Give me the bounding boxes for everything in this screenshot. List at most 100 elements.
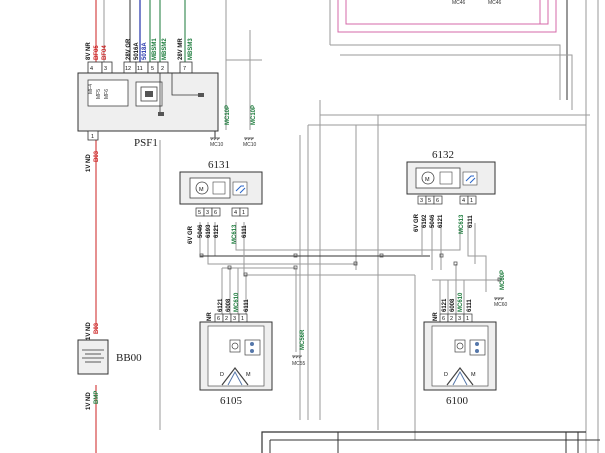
psf1-wire: MBSM3 (188, 38, 194, 60)
junction (353, 261, 358, 266)
junction (199, 253, 204, 258)
heater-icon-mark (235, 185, 246, 194)
heater-icon (462, 171, 478, 186)
psf1-inner-label: MF4 (88, 84, 94, 94)
junction (243, 272, 248, 277)
motor-icon-m: M (199, 187, 204, 193)
battery-icon (82, 349, 104, 363)
ground-wire-label: MC10P (225, 105, 231, 125)
module-6132-name: 6132 (432, 149, 454, 161)
ground-wire-label: MC56R (300, 329, 306, 350)
wire-label: 6111 (468, 215, 474, 228)
sensor-dot (250, 342, 254, 346)
psf1-pin: 1 (91, 134, 94, 140)
bb00-body (77, 339, 109, 375)
wire-label: MC610 (234, 292, 240, 312)
ground-label: MC55 (292, 361, 306, 367)
module-6105-inner (207, 325, 265, 387)
motor-icon-m: M (425, 177, 430, 183)
module-6105-name: 6105 (220, 395, 243, 407)
wire-label: 6121 (438, 214, 444, 228)
label-d: D (444, 372, 448, 378)
pin-label: 3 (233, 316, 236, 322)
ground-icon (292, 355, 302, 359)
pink-frame-inner (345, 0, 549, 25)
ground-wire-label: MC10P (251, 105, 257, 125)
connector-color: 6V GR (414, 213, 420, 232)
psf1-pin: 12 (125, 66, 131, 72)
wire-label: 6111 (244, 299, 250, 312)
psf1-internal-trace (171, 73, 200, 96)
chip-icon-core (145, 91, 153, 97)
psf1-pin: 5 (151, 66, 154, 72)
ground-label: MC10 (210, 142, 224, 148)
wire-label: 6111 (467, 299, 473, 312)
gray-wire (330, 44, 561, 100)
psf1-conn-color: 8V NR (86, 42, 92, 60)
ground-label: MC10 (243, 142, 257, 148)
gray-wire (319, 100, 590, 116)
module-6100-inner (431, 325, 489, 387)
motor-icon (195, 181, 209, 195)
junction (227, 265, 232, 270)
wire-label: 6193 (206, 224, 212, 238)
sensor-icon (212, 181, 226, 195)
wire-label: 6121 (218, 298, 224, 312)
pin-label: 3 (458, 316, 461, 322)
connector-color: 6V NR (207, 312, 213, 330)
actuator-icon-dot (456, 342, 464, 350)
psf1-wire: 5016A (134, 42, 140, 60)
module-6100: 6V NR 6121 6008 MC610 6111 6 2 3 1 D M 6… (423, 292, 497, 407)
bb00-name: BB00 (116, 352, 142, 364)
wire-label: 6192 (422, 214, 428, 228)
psf1-pin: 4 (90, 66, 93, 72)
gray-wire (467, 223, 487, 292)
wire-label: 5046 (198, 224, 204, 238)
psf1-wire: B03 (94, 150, 100, 162)
pin-box (433, 195, 443, 205)
pin-box (239, 207, 249, 217)
junction (379, 253, 384, 258)
psf1-wire: MBSM2 (162, 38, 168, 60)
wire-label: MC613 (459, 214, 465, 234)
wire-label: 6008 (450, 298, 456, 312)
pin-label: 3 (420, 198, 423, 204)
pin-label: 2 (225, 316, 228, 322)
motor-icon (421, 171, 435, 185)
pin-box (467, 195, 477, 205)
wire-label: 6121 (214, 224, 220, 238)
junction (439, 253, 444, 258)
psf1-pin: 11 (137, 66, 143, 72)
label-m: M (471, 372, 476, 378)
gray-wire (235, 222, 461, 251)
bb00-top-wire: B03 (94, 322, 100, 334)
connector-color: 6V NR (433, 312, 439, 330)
pin-label: 6 (214, 210, 217, 216)
psf1-inner-label: MF5 (96, 89, 102, 99)
flap-icon-arrow (227, 370, 243, 386)
junction (497, 277, 502, 282)
wire-label: 6008 (226, 298, 232, 312)
pin-box (211, 207, 221, 217)
pin-label: 1 (242, 210, 245, 216)
flap-icon (446, 367, 474, 386)
double-sensor-icon (469, 339, 486, 356)
pink-frame-outer (337, 0, 557, 33)
module-6100-name: 6100 (446, 395, 469, 407)
psf1-unit: 4 3 12 11 5 2 7 MF4 MF5 MF6 1 PSF1 (77, 61, 219, 149)
pin-label: 2 (450, 316, 453, 322)
psf1-wire: MBSM1 (152, 38, 158, 60)
psf1-pin-box (87, 130, 99, 141)
pin-label: 4 (462, 198, 465, 204)
bb00-top-color: 1V ND (86, 322, 92, 340)
pin-label: 1 (466, 316, 469, 322)
ground-label: MC60 (494, 302, 508, 308)
pin-label: 4 (234, 210, 237, 216)
pin-label: 3 (206, 210, 209, 216)
pin-label: 6 (442, 316, 445, 322)
bb00-bottom-wire: BMP (94, 391, 100, 404)
module-6131-name: 6131 (208, 159, 230, 171)
heater-icon-mark (465, 175, 476, 184)
psf1-relay-block (87, 79, 129, 107)
